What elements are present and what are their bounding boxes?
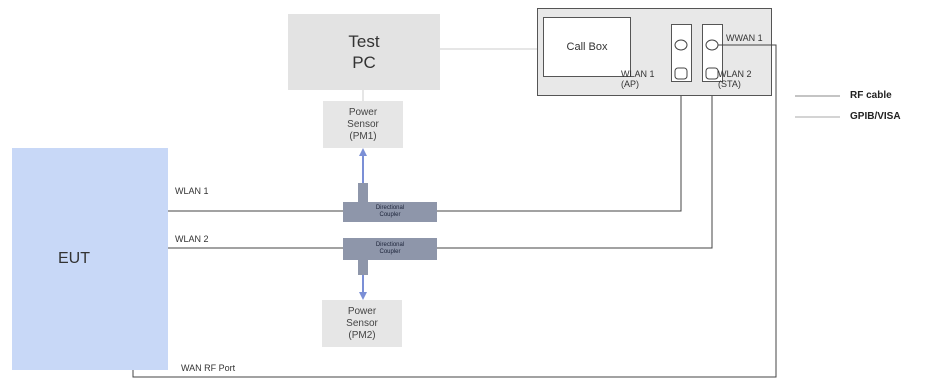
call-box-display: Call Box <box>543 17 631 77</box>
directional-coupler-2: Directional Coupler <box>343 238 437 260</box>
wlan1-cable-label: WLAN 1 <box>175 186 209 196</box>
directional-coupler-1: Directional Coupler <box>343 202 437 222</box>
power-sensor-pm1: Power Sensor (PM1) <box>323 101 403 148</box>
wlan2-cable-to-sta <box>437 74 713 249</box>
coupler2-stub <box>358 259 368 275</box>
port-column-1 <box>671 24 692 82</box>
arrow-up-ps1 <box>359 148 367 156</box>
legend-rf-cable: RF cable <box>850 90 892 101</box>
port-label-wwan1: WWAN 1 <box>726 33 763 43</box>
wlan2-cable-label: WLAN 2 <box>175 234 209 244</box>
port-label-wlan2-sta: WLAN 2 (STA) <box>718 69 752 89</box>
wlan1-cable-to-ap <box>437 74 682 212</box>
power-sensor-pm2: Power Sensor (PM2) <box>322 300 402 347</box>
arrow-down-ps2 <box>359 292 367 300</box>
coupler1-stub <box>358 183 368 203</box>
wan-rf-port-label: WAN RF Port <box>181 363 236 373</box>
test-pc-box: Test PC <box>288 14 440 90</box>
port-label-wlan1-ap: WLAN 1 (AP) <box>621 69 655 89</box>
eut-box: EUT <box>12 148 168 370</box>
legend-gpib-visa: GPIB/VISA <box>850 111 901 122</box>
